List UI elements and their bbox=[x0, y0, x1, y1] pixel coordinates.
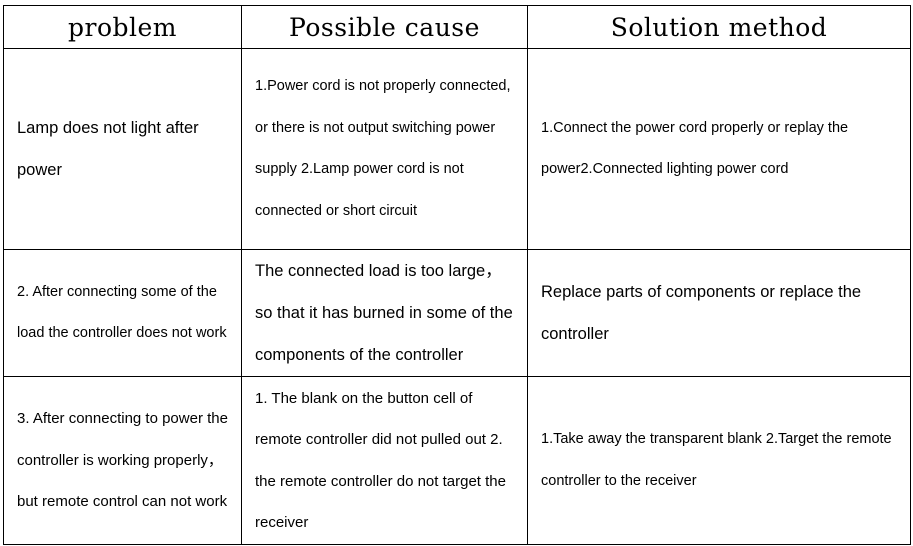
header-possible-cause: Possible cause bbox=[241, 5, 528, 49]
problem-cell: 2. After connecting some of the load the… bbox=[3, 249, 242, 377]
cause-text: The connected load is too large，so that … bbox=[255, 262, 513, 364]
header-row: problem Possible cause Solution method bbox=[3, 5, 911, 49]
solution-cell: 1.Take away the transparent blank 2.Targ… bbox=[527, 376, 911, 545]
problem-text: 3. After connecting to power the control… bbox=[17, 410, 228, 511]
solution-cell: 1.Connect the power cord properly or rep… bbox=[527, 48, 911, 250]
solution-cell: Replace parts of components or replace t… bbox=[527, 249, 911, 377]
solution-text: 1.Connect the power cord properly or rep… bbox=[541, 119, 849, 178]
cause-cell: 1.Power cord is not properly connected, … bbox=[241, 48, 528, 250]
problem-text: Lamp does not light after power bbox=[17, 119, 199, 179]
problem-text: 2. After connecting some of the load the… bbox=[17, 283, 227, 342]
cause-text: 1.Power cord is not properly connected, … bbox=[255, 78, 511, 219]
header-solution-method: Solution method bbox=[527, 5, 911, 49]
problem-cell: 3. After connecting to power the control… bbox=[3, 376, 242, 545]
table-row: 3. After connecting to power the control… bbox=[3, 376, 911, 545]
cause-cell: The connected load is too large，so that … bbox=[241, 249, 528, 377]
solution-text: 1.Take away the transparent blank 2.Targ… bbox=[541, 431, 892, 489]
cause-cell: 1. The blank on the button cell of remot… bbox=[241, 376, 528, 545]
header-problem: problem bbox=[3, 5, 242, 49]
solution-text: Replace parts of components or replace t… bbox=[541, 283, 862, 343]
table-row: 2. After connecting some of the load the… bbox=[3, 249, 911, 377]
cause-text: 1. The blank on the button cell of remot… bbox=[255, 389, 506, 532]
table-row: Lamp does not light after power 1.Power … bbox=[3, 48, 911, 250]
problem-cell: Lamp does not light after power bbox=[3, 48, 242, 250]
troubleshooting-table: problem Possible cause Solution method L… bbox=[3, 5, 911, 545]
